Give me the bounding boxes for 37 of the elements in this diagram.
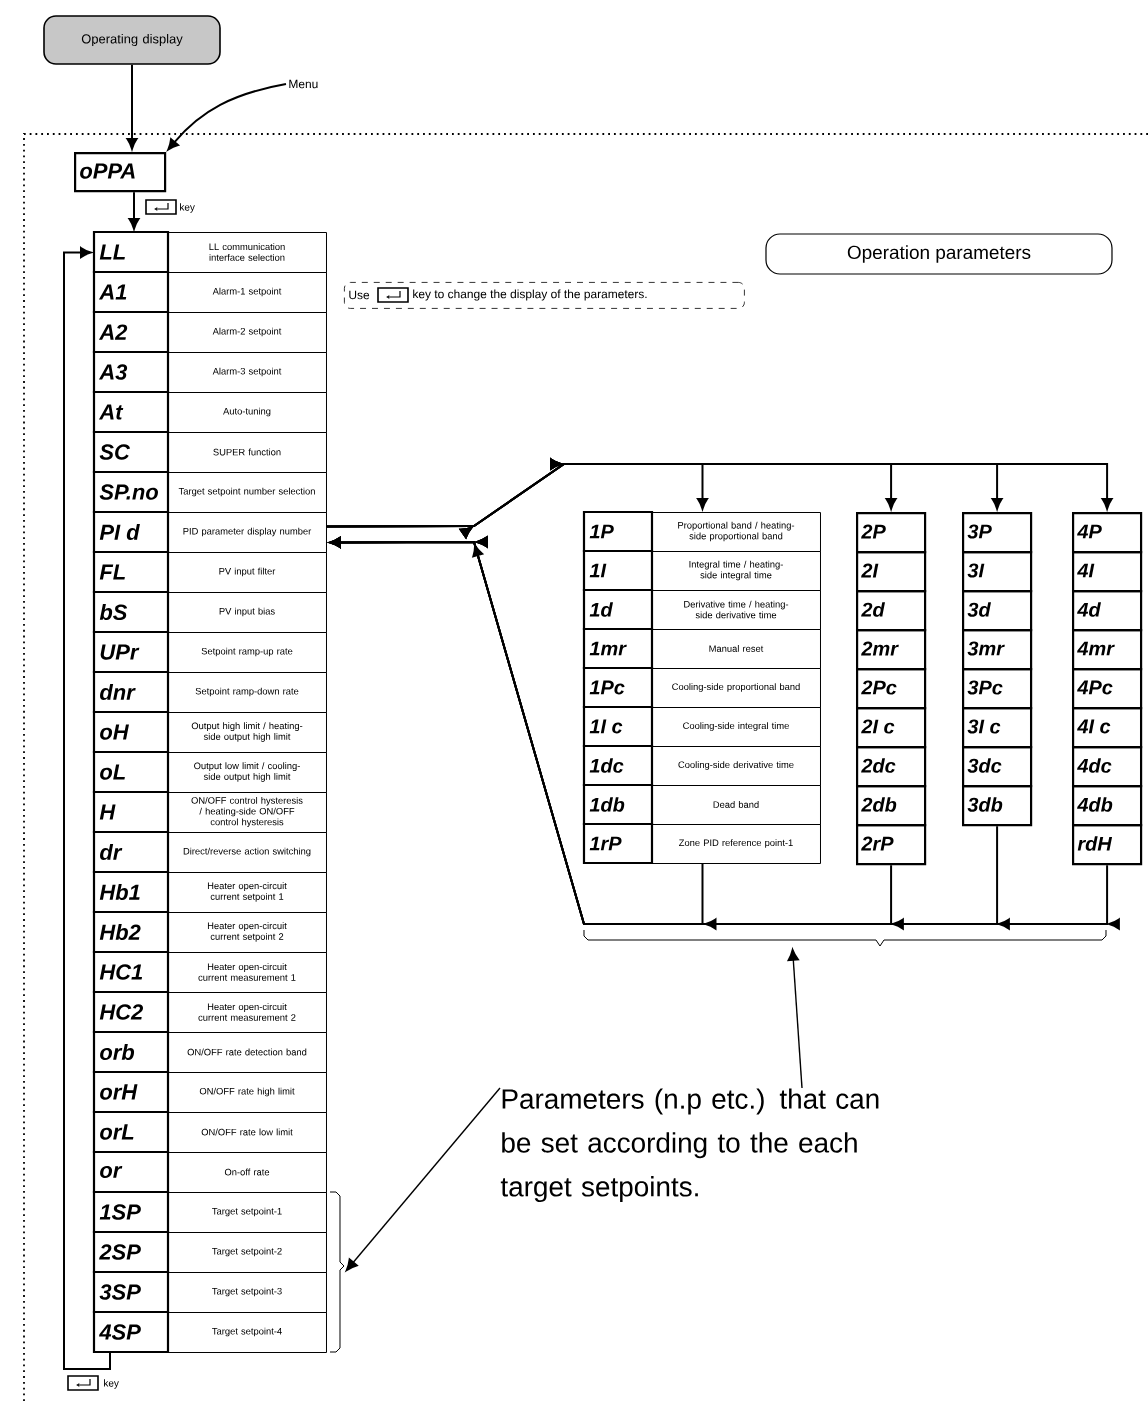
display-code-box: 2mr (856, 629, 927, 671)
leader-line (787, 948, 803, 1089)
arrow (128, 191, 140, 230)
display-code-box: 4db (1072, 785, 1143, 827)
display-code-box: 3mr (962, 629, 1033, 671)
arrow (126, 63, 138, 150)
title-box: Operation parameters (765, 233, 1113, 275)
display-code-box: 2dc (856, 746, 927, 788)
display-code-box: 3dc (962, 746, 1033, 788)
display-code-box: 3I c (962, 707, 1033, 749)
display-code-box: 4I c (1072, 707, 1143, 749)
display-code-box: 2db (856, 785, 927, 827)
bracket (583, 929, 1107, 947)
display-code-box: oPPA (74, 152, 167, 193)
display-code-box: rdH (1072, 824, 1143, 866)
bracket (329, 1191, 345, 1353)
display-code-box: 4mr (1072, 629, 1143, 671)
display-code-box: 4P (1072, 512, 1143, 554)
display-code-box: 4dc (1072, 746, 1143, 788)
callout-text: Parameters (n.p etc.) that can be set according to the each target setpoints. (500, 1088, 879, 1203)
display-code-box: 2I c (856, 707, 927, 749)
leader-line (345, 1087, 501, 1272)
display-code-box: 2P (856, 512, 927, 554)
display-code-box: 3Pc (962, 668, 1033, 710)
display-code-box: 2d (856, 590, 927, 632)
display-code-box: 3d (962, 590, 1033, 632)
display-code-box: 2Pc (856, 668, 927, 710)
display-code-box: 3P (962, 512, 1033, 554)
display-code-box: 3db (962, 785, 1033, 827)
arrow (167, 83, 287, 151)
display-code-box: 4d (1072, 590, 1143, 632)
display-code-box: 4Pc (1072, 668, 1143, 710)
display-code-box: 3I (962, 551, 1033, 593)
arrow (63, 246, 111, 1370)
display-code-box: 2I (856, 551, 927, 593)
display-code-box: 4I (1072, 551, 1143, 593)
display-code-box: 2rP (856, 824, 927, 866)
